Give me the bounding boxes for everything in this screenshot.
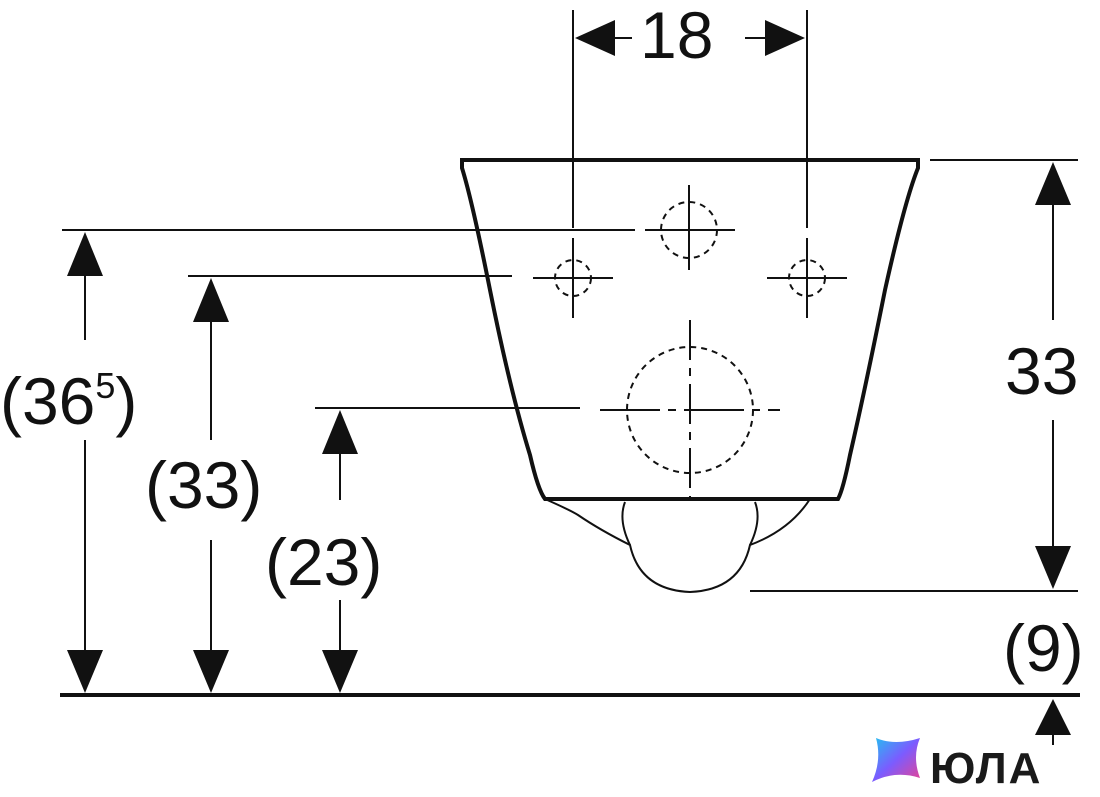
dim33-right-label: 33: [1005, 334, 1078, 408]
dim23-label: (23): [265, 525, 382, 599]
yula-logo-text: ЮЛА: [930, 744, 1042, 793]
drain-outlet: [600, 320, 780, 500]
dim23-arrow-bottom: [322, 650, 358, 693]
dim18-label: 18: [640, 0, 713, 72]
dim33-right-arrow-top: [1035, 162, 1071, 205]
dim33-left-arrow-bottom: [193, 650, 229, 693]
dim9-arrow-up: [1035, 699, 1071, 735]
water-inlet: [645, 185, 735, 270]
toilet-bowl-underside: [544, 498, 811, 594]
yula-logo-icon: [872, 738, 920, 782]
dim18-arrow-right: [765, 20, 805, 56]
left-bolt-hole: [533, 238, 613, 318]
dim365-arrow-bottom: [67, 650, 103, 693]
dim33-left-arrow-top: [193, 278, 229, 322]
dim18-arrow-left: [575, 20, 615, 56]
dim365-label: (365): [0, 364, 137, 438]
dim33-right-arrow-bottom: [1035, 546, 1071, 589]
toilet-bowl-inner: [621, 501, 759, 546]
dim365-arrow-top: [67, 232, 103, 276]
dim23-arrow-top: [322, 410, 358, 454]
dim9-label: (9): [1003, 611, 1084, 685]
right-bolt-hole: [767, 238, 847, 318]
dim33-left-label: (33): [145, 448, 262, 522]
toilet-body-outline: [460, 158, 920, 501]
